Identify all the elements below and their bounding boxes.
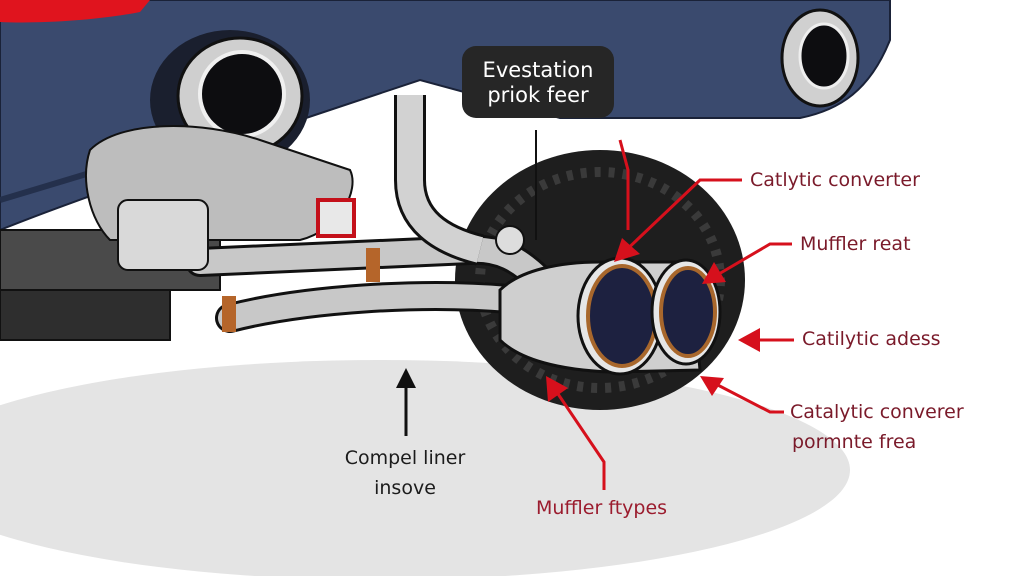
label-muffler-types: Muffler ftypes xyxy=(536,497,668,519)
left-tailpipe-inner xyxy=(198,50,286,138)
tooltip-callout: Evestation priok feer xyxy=(462,46,614,118)
label-catalytic-converer-line1: Catalytic converer xyxy=(790,401,964,423)
vertical-pipe-fill xyxy=(397,95,484,263)
pipe-bracket xyxy=(495,225,525,255)
callout-muffler-types xyxy=(546,376,606,490)
ground-shadow xyxy=(0,360,850,576)
callout-muffler-reat xyxy=(702,242,792,284)
tooltip-text: Evestation priok feer xyxy=(462,58,614,108)
tooltip-line-2: priok feer xyxy=(487,83,589,107)
pipe-clamp xyxy=(117,199,209,271)
exhaust-pipe-lower-fill xyxy=(218,284,532,330)
copper-ring-upper xyxy=(366,248,380,282)
tail-light xyxy=(0,0,150,23)
label-catalytic-converter: Catlytic converter xyxy=(750,169,920,191)
callout-catalytic-adess xyxy=(738,328,794,352)
copper-ring-lower xyxy=(222,296,236,332)
muffler-tip-right-inner xyxy=(659,266,717,358)
callout-compel-liner xyxy=(396,368,416,436)
label-catalytic-converer-line2: pormnte frea xyxy=(792,431,917,453)
label-catalytic-adess: Catilytic adess xyxy=(802,328,941,350)
label-compel-liner-line2: insove xyxy=(374,477,436,499)
red-coupling xyxy=(316,198,356,238)
frame-bracket xyxy=(0,289,171,341)
label-muffler-reat: Muffler reat xyxy=(800,233,911,255)
muffler-tip-left-inner xyxy=(586,264,658,368)
callout-catalytic-converer xyxy=(700,376,784,414)
callout-catalytic-converter xyxy=(614,139,742,262)
tooltip-line-1: Evestation xyxy=(482,58,594,82)
right-tailpipe-inner xyxy=(798,22,850,90)
label-compel-liner-line1: Compel liner xyxy=(344,447,466,469)
